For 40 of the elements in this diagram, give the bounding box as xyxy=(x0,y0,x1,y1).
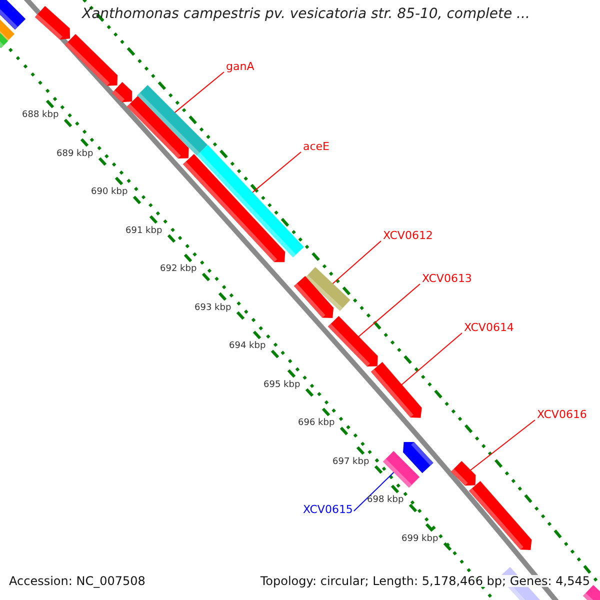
gene-feature xyxy=(112,82,132,102)
leader-line xyxy=(401,332,462,386)
scale-tick-label: 693 kbp xyxy=(194,302,232,314)
scale-tick-label: 692 kbp xyxy=(160,263,197,275)
gene-label: XCV0614 xyxy=(464,322,514,334)
leader-line xyxy=(358,284,420,338)
gene-label: XCV0613 xyxy=(422,273,472,285)
scale-tick-label: 698 kbp xyxy=(367,494,404,506)
gene-feature xyxy=(294,276,334,318)
leader-line xyxy=(174,72,224,114)
scale-tick-label: 695 kbp xyxy=(264,378,300,390)
gene-label: XCV0616 xyxy=(537,409,587,421)
scale-tick-label: 697 kbp xyxy=(332,456,370,468)
gene-feature xyxy=(64,34,118,86)
gene-label: XCV0612 xyxy=(383,230,433,242)
gene-feature xyxy=(403,442,434,474)
gene-label: ganA xyxy=(226,61,254,73)
gene-feature xyxy=(182,154,285,262)
leader-line xyxy=(470,420,536,471)
gene-label: aceE xyxy=(303,141,330,153)
gene-feature xyxy=(450,460,476,486)
scale-tick-label: 689 kbp xyxy=(56,148,94,160)
scale-tick-label: 690 kbp xyxy=(91,186,128,198)
accession-text: Accession: NC_007508 xyxy=(9,575,146,587)
gene-feature xyxy=(469,481,532,550)
scale-tick-label: 694 kbp xyxy=(229,340,266,352)
title: Xanthomonas campestris pv. vesicatoria str. 85-10, complete ... xyxy=(82,8,530,20)
scale-tick-label: 688 kbp xyxy=(22,109,59,121)
gene-feature xyxy=(34,6,70,40)
leader-line xyxy=(251,152,302,194)
leader-line xyxy=(332,240,382,284)
gene-feature xyxy=(328,316,378,366)
genome-info-text: Topology: circular; Length: 5,178,466 bp; Genes: 4,545 xyxy=(260,575,590,587)
gene-label: XCV0615 xyxy=(303,504,353,516)
gene-feature xyxy=(371,362,422,418)
scale-tick-label: 699 kbp xyxy=(402,532,438,544)
scale-tick-label: 691 kbp xyxy=(126,224,162,236)
gene-feature xyxy=(126,96,188,158)
leader-line xyxy=(353,472,395,512)
scale-tick-label: 696 kbp xyxy=(298,417,335,429)
